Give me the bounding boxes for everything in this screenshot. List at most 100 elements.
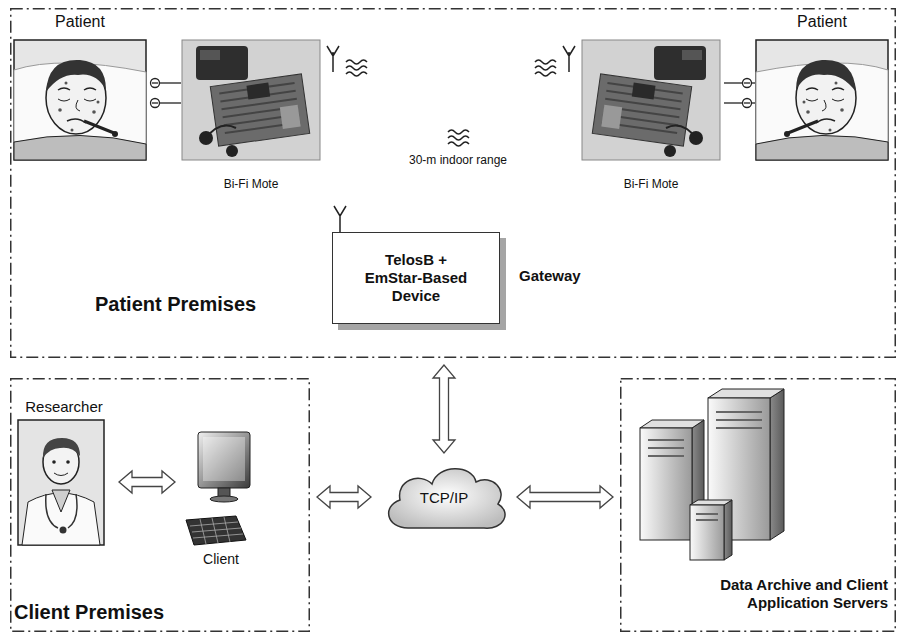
- region-outline: [620, 378, 896, 632]
- computer-illustration: [198, 432, 250, 488]
- server-illustration: [640, 420, 704, 428]
- patient-illustration: [92, 110, 96, 114]
- mote-photo-illustration: [346, 60, 367, 76]
- patient-illustration: [71, 129, 74, 132]
- patient-illustration: [14, 40, 146, 160]
- node-label: Bi-Fi Mote: [224, 177, 279, 191]
- sensor-lead: [724, 99, 755, 108]
- electrode-symbol: [743, 79, 752, 88]
- electrode-symbol: [744, 102, 750, 103]
- premises-region: Patient Premises PatientBi-Fi Mote Bi-Fi M…: [10, 8, 896, 358]
- antenna-symbol: [334, 206, 346, 232]
- patient-illustration: [46, 60, 106, 92]
- text-slot: Researcher: [16, 398, 112, 416]
- text-slot: Client: [182, 550, 260, 568]
- computer-illustration: [186, 432, 250, 545]
- radio-waves: [448, 130, 469, 146]
- node-label: TelosB + EmStar-Based Device: [357, 251, 475, 305]
- mote-photo-illustration: [210, 74, 309, 146]
- server-region: Data Archive and Client Application Serv…: [620, 378, 896, 632]
- cloud-outline: [389, 469, 505, 528]
- text-slot: TelosB + EmStar-Based Device: [333, 233, 499, 323]
- mote-photo: Bi-Fi Mote: [180, 38, 322, 196]
- patient-figure: Patient: [754, 12, 890, 162]
- mote-photo-illustration: [246, 83, 270, 100]
- server-illustration: [716, 412, 762, 428]
- patient-illustration: [14, 40, 146, 160]
- server-illustration: [708, 389, 784, 398]
- patient-illustration: [67, 119, 86, 123]
- text-slot: Patient: [12, 12, 148, 31]
- mote-photo-illustration: [210, 74, 309, 146]
- antenna-symbol: [334, 206, 346, 232]
- node-label: Bi-Fi Mote: [624, 177, 679, 191]
- mote-photo-illustration: [182, 40, 367, 160]
- patient-illustration: [84, 121, 114, 133]
- text-slot: Bi-Fi Mote: [580, 174, 722, 192]
- mote-photo-illustration: [280, 105, 301, 129]
- double-arrow: [517, 486, 613, 508]
- server-illustration: [696, 514, 718, 520]
- computer-illustration: [186, 516, 246, 545]
- node-label: Data Archive and Client Application Serv…: [668, 576, 888, 612]
- researcher-figure: Researcher: [16, 398, 112, 546]
- patient-illustration: [76, 100, 80, 111]
- region-outline: [10, 378, 310, 632]
- researcher-illustration: [18, 420, 104, 545]
- network-cloud: TCP/IP: [378, 460, 510, 536]
- node-label: Client: [203, 551, 239, 568]
- double-arrow: [317, 486, 371, 508]
- text-slot: Data Archive and Client Application Serv…: [668, 576, 888, 612]
- researcher-illustration: [18, 420, 104, 545]
- researcher-illustration: [66, 460, 70, 464]
- electrode-symbol: [152, 102, 158, 103]
- text-slot: Patient Premises: [95, 292, 256, 316]
- server-illustration: [640, 389, 784, 560]
- electrode-symbol: [744, 82, 750, 83]
- patient-illustration: [97, 101, 100, 104]
- mote-photo-illustration: [535, 40, 720, 160]
- server-illustration: [770, 389, 784, 540]
- range-note: 30-m indoor range: [409, 153, 507, 167]
- node-label: Patient Premises: [95, 292, 256, 316]
- patient-illustration: [65, 82, 68, 85]
- server-illustration: [724, 500, 732, 560]
- patient-illustration: [756, 40, 888, 160]
- text-slot: Client Premises: [14, 600, 164, 624]
- electrode-symbol: [151, 79, 160, 88]
- researcher-illustration: [52, 460, 56, 464]
- double-arrow: [433, 365, 455, 453]
- patient-illustration: [58, 88, 96, 90]
- electrode-symbol: [743, 99, 752, 108]
- mote-photo: Bi-Fi Mote: [580, 38, 722, 196]
- researcher-illustration: [60, 527, 67, 534]
- electrode-symbol: [152, 82, 158, 83]
- server-illustration: [690, 500, 732, 505]
- researcher-illustration: [54, 473, 68, 476]
- text-slot: Bi-Fi Mote: [180, 174, 322, 192]
- text-slot: Patient: [754, 12, 890, 31]
- text-slot: 30-m indoor range: [338, 150, 578, 168]
- node-label: Researcher: [25, 398, 103, 416]
- text-slot: TCP/IP: [378, 460, 510, 536]
- gateway-box: TelosB + EmStar-Based DeviceGateway: [332, 232, 500, 324]
- computer-illustration: [210, 496, 238, 502]
- node-label: Client Premises: [14, 600, 164, 624]
- premises-region: Client Premises ResearcherClient: [10, 378, 310, 632]
- mote-photo-illustration: [182, 40, 320, 160]
- server-illustration: [648, 440, 684, 456]
- node-label: TCP/IP: [420, 489, 468, 507]
- computer-illustration: [190, 517, 243, 544]
- mote-photo-illustration: [206, 126, 236, 138]
- node-label: Patient: [55, 12, 105, 31]
- double-arrow: [119, 471, 175, 493]
- radio-waves: [448, 130, 469, 146]
- sensor-lead: [724, 79, 755, 88]
- mote-photo-illustration: [226, 145, 238, 157]
- region-outline: [11, 379, 310, 632]
- sensor-lead: [150, 99, 181, 108]
- mote-photo-illustration: [327, 46, 339, 72]
- computer-illustration: [203, 437, 245, 481]
- sensor-lead: [150, 79, 181, 88]
